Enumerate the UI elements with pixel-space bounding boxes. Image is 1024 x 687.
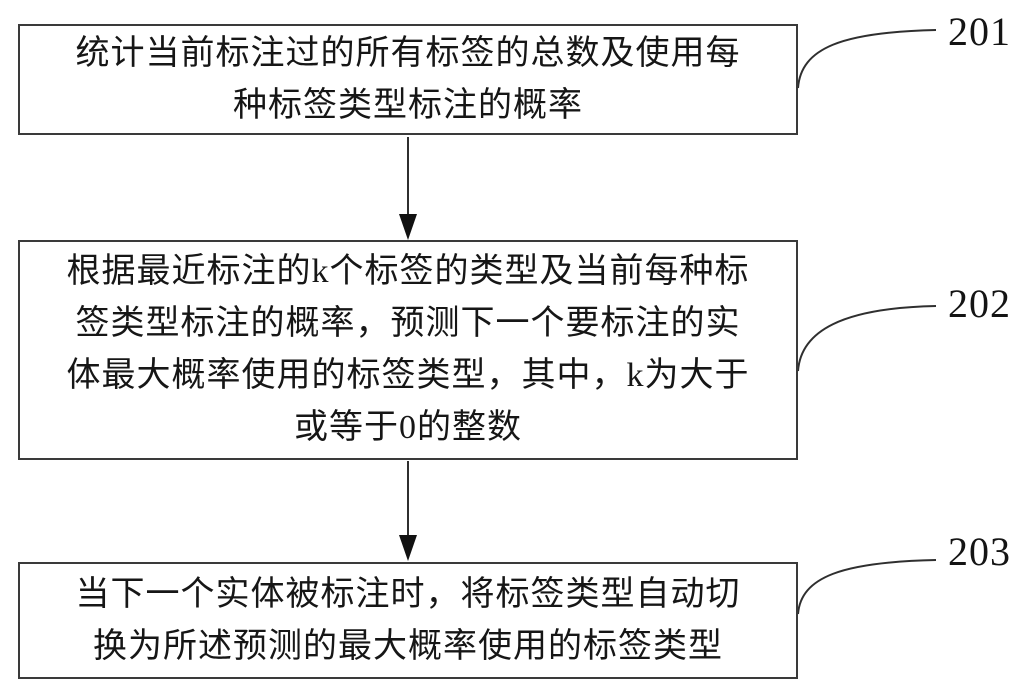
step-box-201: 统计当前标注过的所有标签的总数及使用每 种标签类型标注的概率 [18,24,798,135]
step-202-text-line: 或等于0的整数 [294,409,522,446]
step-202-text-line: 体最大概率使用的标签类型，其中，k为大于 [66,357,750,394]
step-203-text-line: 换为所述预测的最大概率使用的标签类型 [93,627,723,665]
step-202-text-line: 签类型标注的概率，预测下一个要标注的实 [75,305,741,342]
ref-label-203: 203 [948,529,1011,574]
leader-line-203 [797,559,937,615]
leader-line-202 [797,305,937,372]
step-202-text-line: 根据最近标注的k个标签的类型及当前每种标 [66,253,750,290]
ref-label-202: 202 [948,281,1011,326]
step-box-203: 当下一个实体被标注时，将标签类型自动切 换为所述预测的最大概率使用的标签类型 [18,562,798,679]
step-box-202: 根据最近标注的k个标签的类型及当前每种标 签类型标注的概率，预测下一个要标注的实… [18,240,798,460]
arrow-down-icon [399,535,417,561]
arrow-down-icon [399,214,417,240]
step-201-text-line: 种标签类型标注的概率 [233,86,583,124]
step-203-text-line: 当下一个实体被标注时，将标签类型自动切 [75,575,741,613]
leader-line-201 [797,29,937,89]
ref-label-201: 201 [948,9,1011,54]
step-201-text-line: 统计当前标注过的所有标签的总数及使用每 [75,34,741,72]
